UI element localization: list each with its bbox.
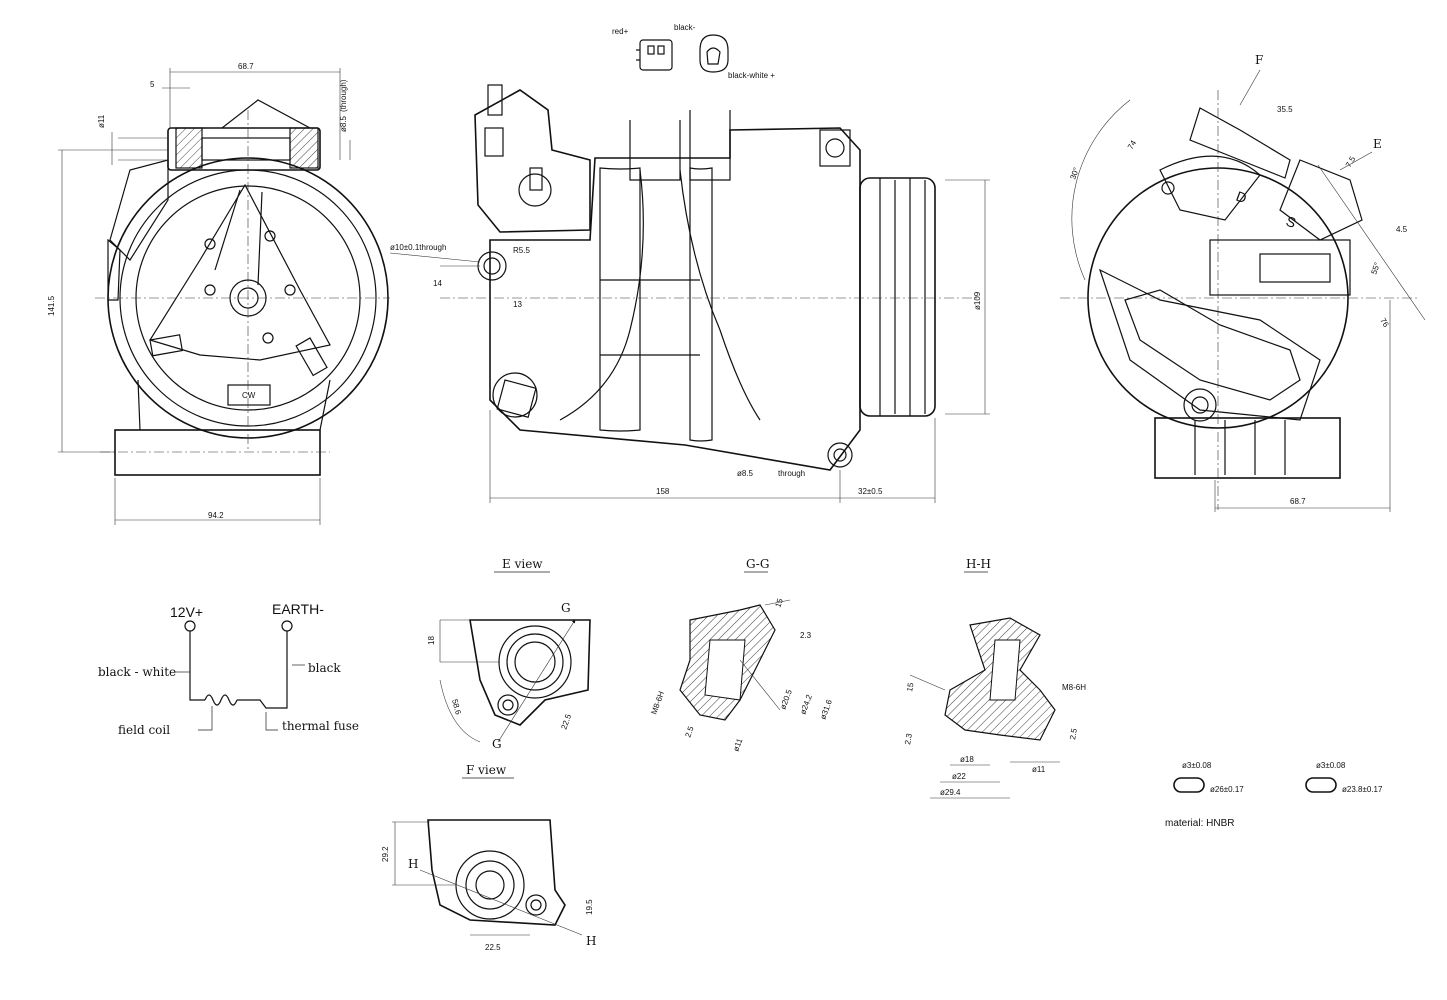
label-field-coil: field coil — [118, 723, 170, 737]
hh-title: H-H — [966, 557, 991, 571]
dim-e-58-6: 58.6 — [450, 698, 463, 716]
dim-hh-18: ø18 — [960, 755, 974, 764]
dim-hh-m8: M8-6H — [1062, 683, 1086, 692]
dim-pulley: ø109 — [973, 291, 982, 310]
hh-section: H-H 15 2.3 M8-6H 2.5 ø18 ø22 ø29.4 ø11 — [903, 557, 1086, 799]
dim-hh-15: 15 — [905, 681, 916, 692]
dim-14: 14 — [433, 279, 442, 288]
dim-74: 74 — [1126, 138, 1139, 151]
e-view-title: E view — [502, 557, 543, 571]
material-label: material: HNBR — [1165, 818, 1234, 829]
dim-f-29-2: 29.2 — [381, 846, 390, 862]
oring1-cross-section: ø3±0.08 — [1182, 761, 1212, 770]
h-bottom-label: H — [586, 934, 596, 948]
dim-f-19-5: 19.5 — [585, 899, 594, 915]
dim-mount-hole-suffix: through — [778, 469, 805, 478]
dim-length: 158 — [656, 487, 670, 496]
h-top-label: H — [408, 857, 418, 871]
clutch-direction-label: CW — [242, 391, 256, 400]
dim-hole: ø10±0.1through — [390, 243, 446, 252]
dim-7-5: 7.5 — [1344, 154, 1358, 169]
f-view-title: F view — [466, 763, 507, 777]
connector-black-label: black- — [674, 23, 696, 32]
oring2-cross-section: ø3±0.08 — [1316, 761, 1346, 770]
dim-hh-11: ø11 — [1032, 765, 1046, 774]
dim-55deg: 55° — [1369, 261, 1382, 275]
dim-gg-m8: M8-6H — [649, 690, 666, 716]
g-top-label: G — [561, 601, 571, 615]
connector-black-white-label: black-white + — [728, 71, 775, 80]
oring1-inner-diameter: ø26±0.17 — [1210, 785, 1244, 794]
dim-hh-2-5: 2.5 — [1068, 727, 1079, 740]
connector-red-label: red+ — [612, 27, 629, 36]
dim-35-5: 35.5 — [1277, 105, 1293, 114]
dim-gg-20-5: ø20.5 — [778, 688, 794, 711]
dim-rear-bottom: 68.7 — [1290, 497, 1306, 506]
dim-mount-hole: ø8.5 — [737, 469, 754, 478]
dim-gg-24-2: ø24.2 — [798, 693, 814, 716]
dim-top-width: 68.7 — [238, 62, 254, 71]
port-d-label: D — [1234, 188, 1249, 206]
dim-pulley-offset: 32±0.5 — [858, 487, 883, 496]
label-thermal-fuse: thermal fuse — [282, 719, 359, 733]
e-view: E view G G 18 58.6 22.5 — [427, 557, 591, 751]
f-view: F view H H 29.2 19.5 22.5 — [381, 763, 596, 952]
dim-gg-31-6: ø31.6 — [818, 698, 834, 721]
label-black-white: black - white — [98, 665, 176, 679]
rear-view: D S 30° 74 F 35.5 E 7.5 4.5 55° 76 68.7 — [1060, 53, 1426, 512]
label-f: F — [1255, 53, 1263, 67]
dim-bottom-width: 94.2 — [208, 511, 224, 520]
o-rings: ø3±0.08 ø26±0.17 ø3±0.08 ø23.8±0.17 mate… — [1165, 761, 1383, 829]
dim-gg-15: 15 — [773, 597, 785, 609]
gg-title: G-G — [746, 557, 769, 571]
oring2-inner-diameter: ø23.8±0.17 — [1342, 785, 1383, 794]
side-view: red+ black- black-white + ø10±0.1throu — [389, 23, 990, 503]
front-view: CW 68.7 5 ø11 ø8.5 (through) 141.5 94.2 — [47, 62, 390, 525]
dim-30deg: 30° — [1068, 166, 1081, 180]
dim-through-suffix: (through) — [339, 79, 348, 112]
dim-through: ø8.5 — [339, 115, 348, 132]
label-e: E — [1373, 137, 1382, 151]
wiring-diagram: 12V+ EARTH- black - white black field co… — [98, 601, 359, 737]
dim-hh-22: ø22 — [952, 772, 966, 781]
dim-gg-2-5: 2.5 — [683, 725, 695, 739]
dim-f-22-5: 22.5 — [485, 943, 501, 952]
dim-4-5: 4.5 — [1396, 225, 1408, 234]
dim-hh-2-3: 2.3 — [903, 732, 914, 745]
dim-gg-11: ø11 — [731, 737, 744, 753]
dim-radius: R5.5 — [513, 246, 530, 255]
label-earth: EARTH- — [272, 601, 324, 617]
dim-offset: 5 — [150, 80, 155, 89]
label-12v: 12V+ — [170, 604, 203, 620]
label-black: black — [308, 661, 341, 675]
dim-bore: ø11 — [97, 114, 106, 128]
dim-gg-2-3: 2.3 — [800, 631, 812, 640]
dim-hh-29-4: ø29.4 — [940, 788, 961, 797]
gg-section: G-G 15 2.3 M8-6H 2.5 ø11 ø20.5 ø24.2 ø31… — [649, 557, 834, 753]
dim-e-22-5: 22.5 — [559, 712, 573, 730]
dim-height: 141.5 — [47, 295, 56, 316]
dim-13: 13 — [513, 300, 522, 309]
dim-e-18: 18 — [427, 636, 436, 645]
g-bottom-label: G — [492, 737, 502, 751]
dim-76: 76 — [1378, 317, 1391, 330]
